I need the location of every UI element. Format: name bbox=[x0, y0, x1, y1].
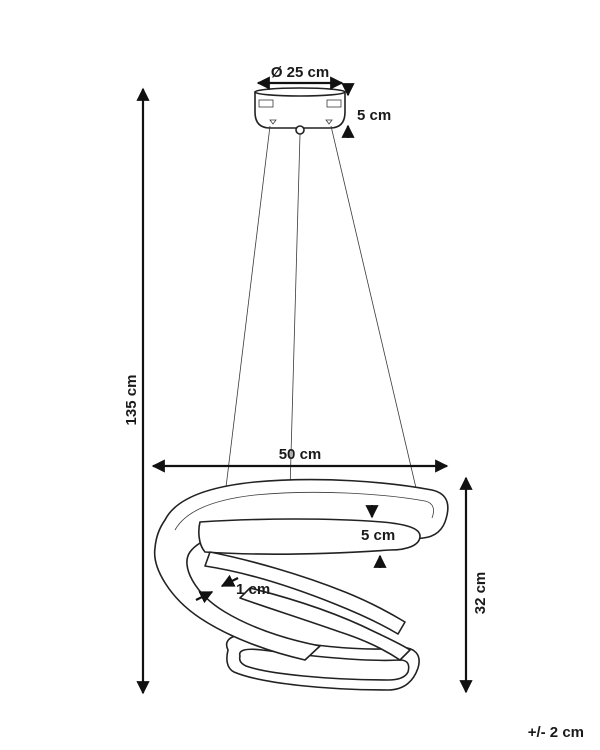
suspension-cables bbox=[221, 125, 421, 521]
ring-height-label: 32 cm bbox=[472, 572, 489, 615]
band-thickness-dimension: 1 cm bbox=[195, 574, 270, 604]
canopy-screw-slot-left bbox=[258, 99, 274, 108]
band-height-label: 5 cm bbox=[361, 527, 395, 544]
canopy-diameter-dimension: Ø 25 cm bbox=[256, 64, 344, 90]
ring-height-dimension: 32 cm bbox=[459, 476, 489, 694]
outer-band-inner-edge bbox=[174, 491, 434, 531]
canopy-screw-slot-right bbox=[326, 99, 342, 108]
lower-loop-inner bbox=[238, 648, 410, 681]
outer-band bbox=[153, 478, 449, 661]
tolerance-note: +/- 2 cm bbox=[528, 724, 584, 741]
ring-width-label: 50 cm bbox=[279, 446, 322, 463]
canopy-height-dimension: 5 cm bbox=[341, 83, 391, 138]
lower-band bbox=[239, 587, 411, 661]
top-band bbox=[198, 518, 421, 555]
band-thickness-label: 1 cm bbox=[236, 581, 270, 598]
ring-width-dimension: 50 cm bbox=[151, 446, 449, 473]
canopy-diameter-label: Ø 25 cm bbox=[271, 64, 329, 81]
total-height-label: 135 cm bbox=[123, 375, 140, 426]
cable-entry bbox=[295, 125, 305, 135]
canopy-height-label: 5 cm bbox=[357, 107, 391, 124]
middle-band bbox=[204, 551, 406, 635]
total-height-dimension: 135 cm bbox=[123, 87, 150, 695]
band-height-dimension: 5 cm bbox=[361, 505, 395, 568]
spiral-light-body bbox=[153, 478, 449, 691]
